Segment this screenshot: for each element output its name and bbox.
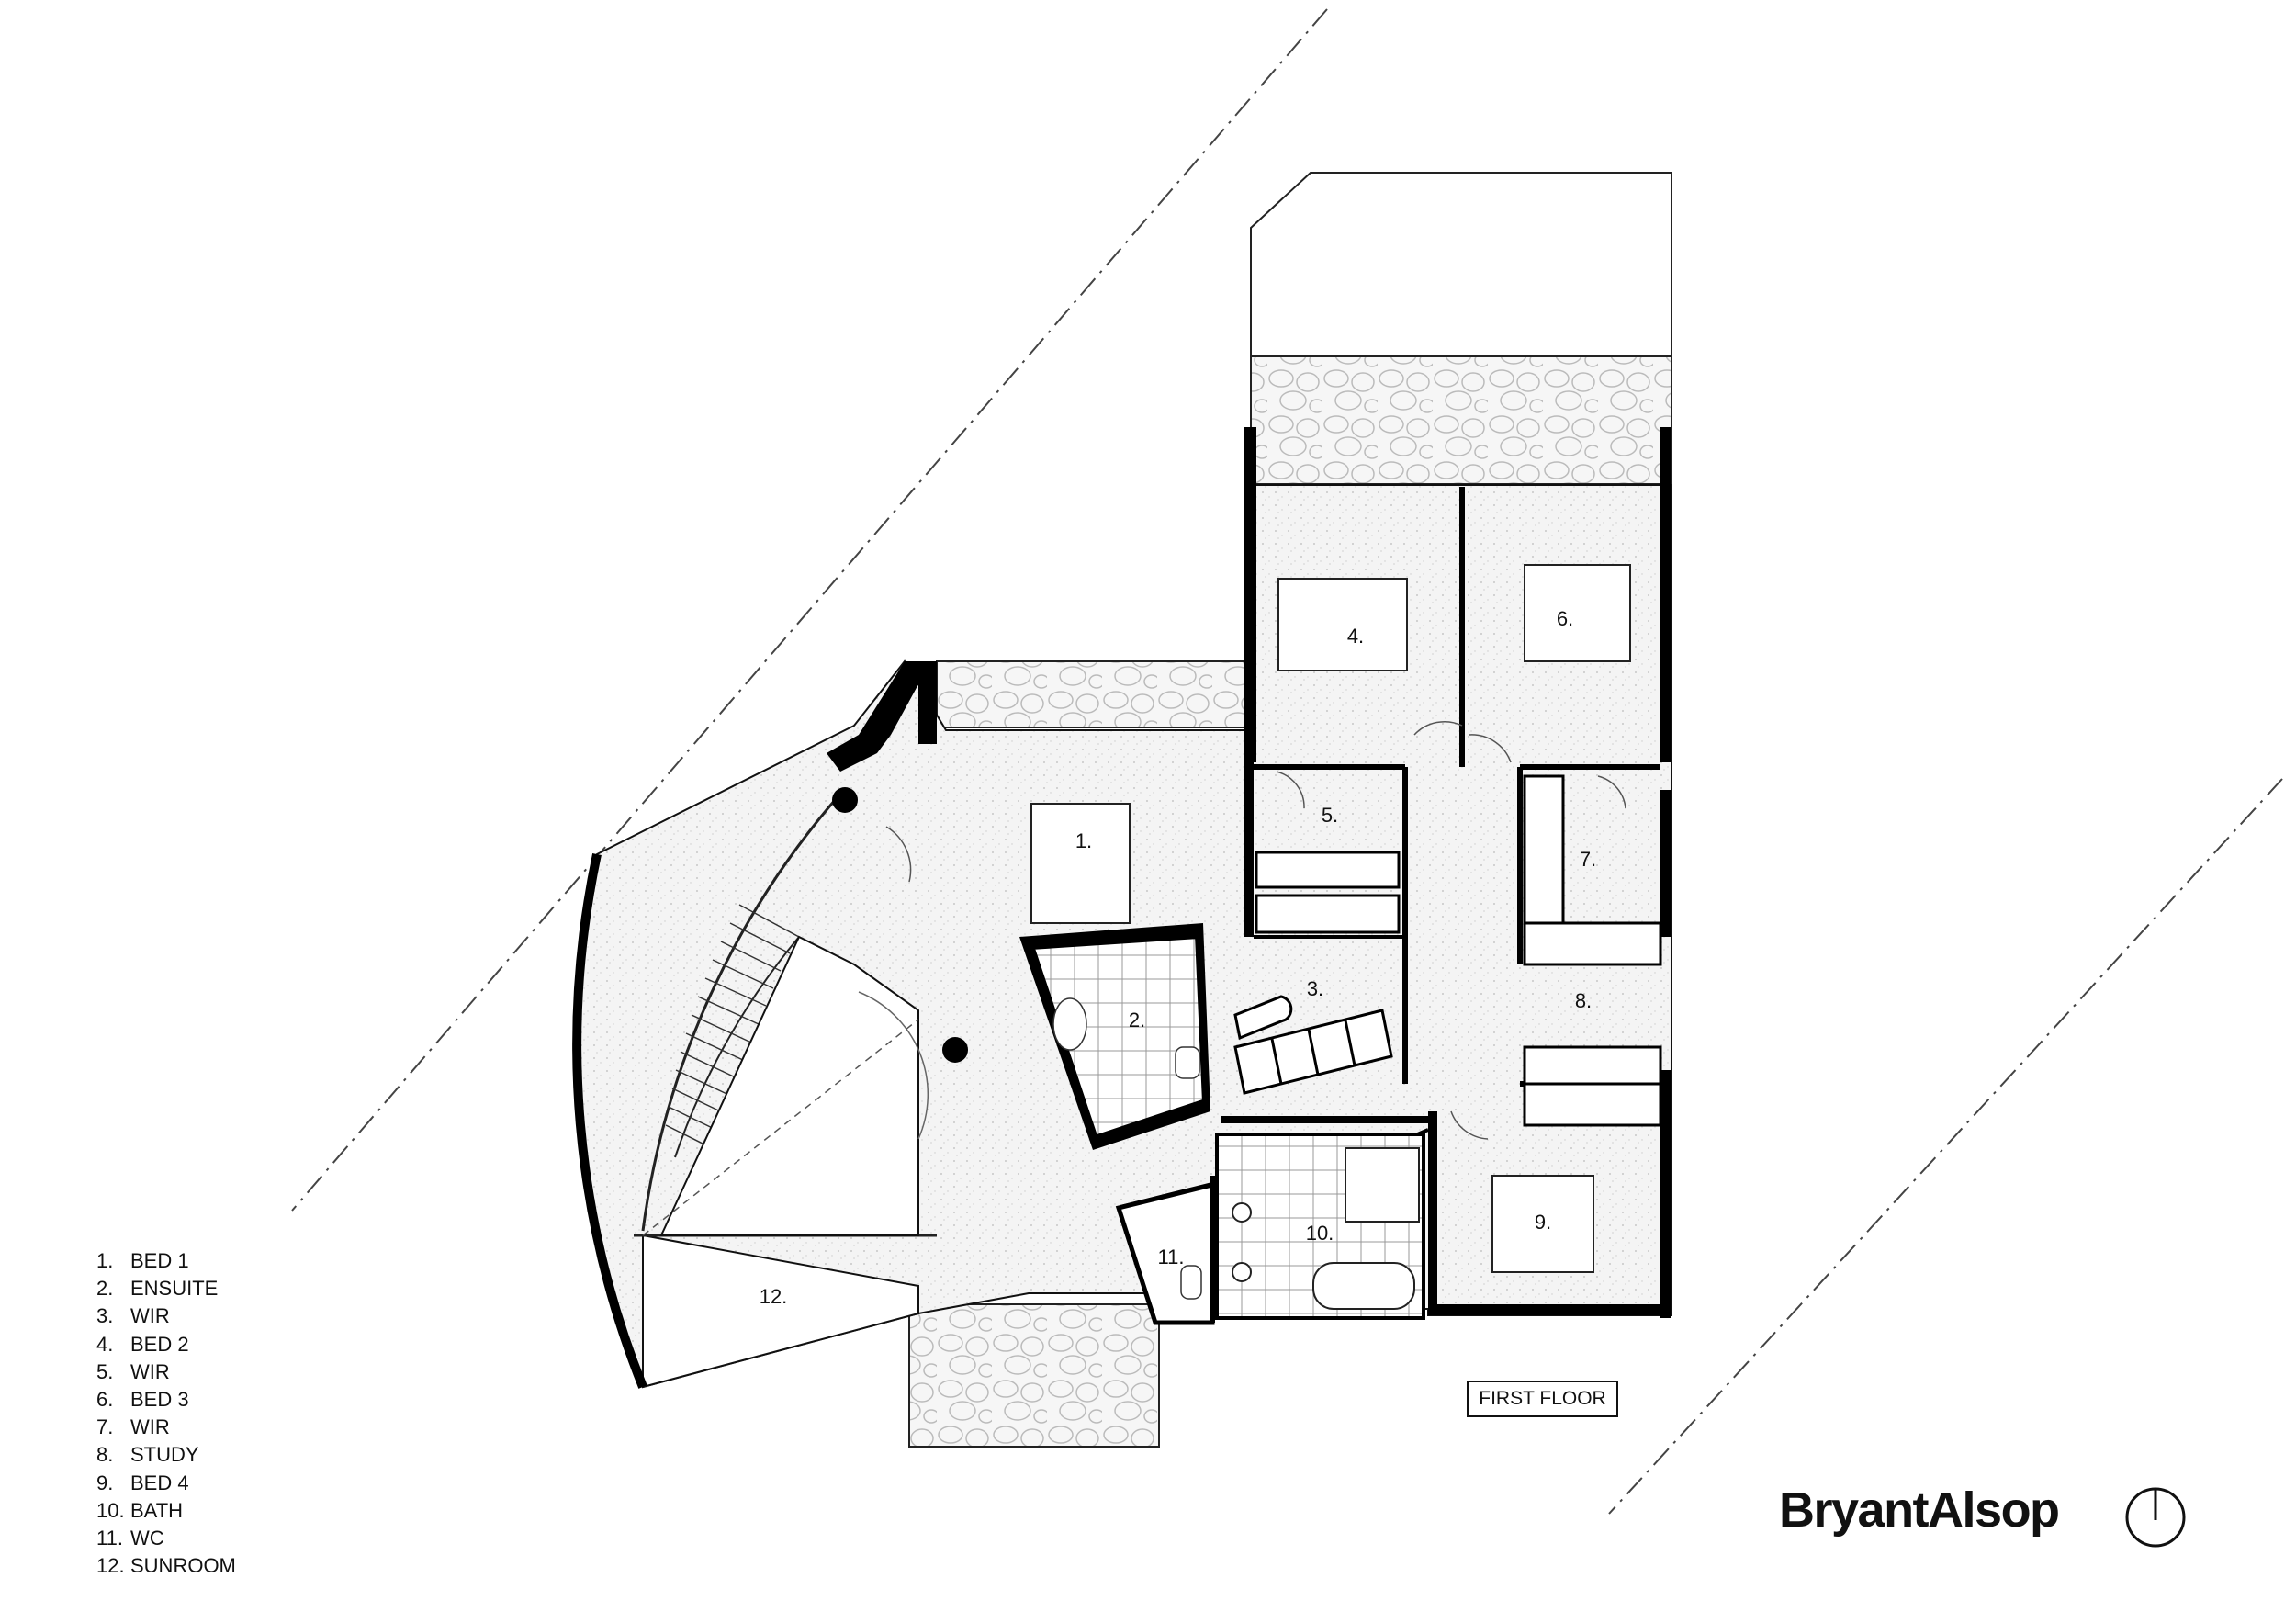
legend-item: 4.BED 2 — [96, 1332, 189, 1356]
column — [942, 1037, 968, 1063]
room-labels: 1. 2. 3. 4. 5. 6. 7. 8. 9. 10. 11. 12. — [760, 607, 1596, 1308]
legend-item: 6.BED 3 — [96, 1388, 189, 1412]
room-label: 4. — [1347, 625, 1364, 648]
north-arrow-icon — [2125, 1487, 2186, 1548]
door-swings — [885, 720, 1626, 1140]
bath — [1215, 1133, 1425, 1320]
legend-item: 8.STUDY — [96, 1443, 199, 1467]
upper-terrace — [1250, 172, 1672, 487]
legend-item: 9.BED 4 — [96, 1471, 189, 1494]
column — [832, 787, 858, 813]
room-label: 6. — [1557, 607, 1573, 630]
room-legend: 1.BED 1 2.ENSUITE 3.WIR 4.BED 2 5.WIR 6.… — [96, 1247, 236, 1580]
room-label: 3. — [1307, 977, 1323, 1000]
bed1-balcony — [936, 660, 1250, 728]
room-label: 12. — [760, 1285, 788, 1308]
wc — [1115, 1181, 1215, 1325]
legend-item: 11.WC — [96, 1527, 164, 1550]
brand-logo: BryantAlsop — [1779, 1482, 2060, 1538]
beds — [1030, 564, 1631, 1273]
room-label: 9. — [1535, 1211, 1551, 1234]
legend-item: 7.WIR — [96, 1415, 170, 1439]
room-label: 11. — [1158, 1245, 1185, 1268]
legend-item: 5.WIR — [96, 1359, 170, 1383]
room-label: 1. — [1075, 829, 1092, 852]
room-label: 5. — [1322, 804, 1338, 827]
void-area — [642, 935, 929, 1236]
floor-title: FIRST FLOOR — [1467, 1381, 1618, 1417]
wir3-cabinets — [1233, 995, 1393, 1095]
wardrobe-cabinets — [1255, 774, 1662, 1127]
sunroom-area — [642, 1234, 919, 1389]
entry-deck — [908, 1303, 1160, 1448]
legend-item: 2.ENSUITE — [96, 1277, 219, 1301]
legend-item: 10.BATH — [96, 1498, 184, 1522]
site-boundary — [291, 8, 2283, 1515]
room-label: 10. — [1306, 1222, 1334, 1245]
room-label: 2. — [1129, 1009, 1145, 1031]
legend-item: 1.BED 1 — [96, 1249, 189, 1272]
ensuite — [1025, 930, 1210, 1144]
legend-item: 3.WIR — [96, 1304, 170, 1328]
legend-item: 12.SUNROOM — [96, 1554, 236, 1578]
room-label: 8. — [1575, 989, 1592, 1012]
room-label: 7. — [1580, 848, 1596, 871]
